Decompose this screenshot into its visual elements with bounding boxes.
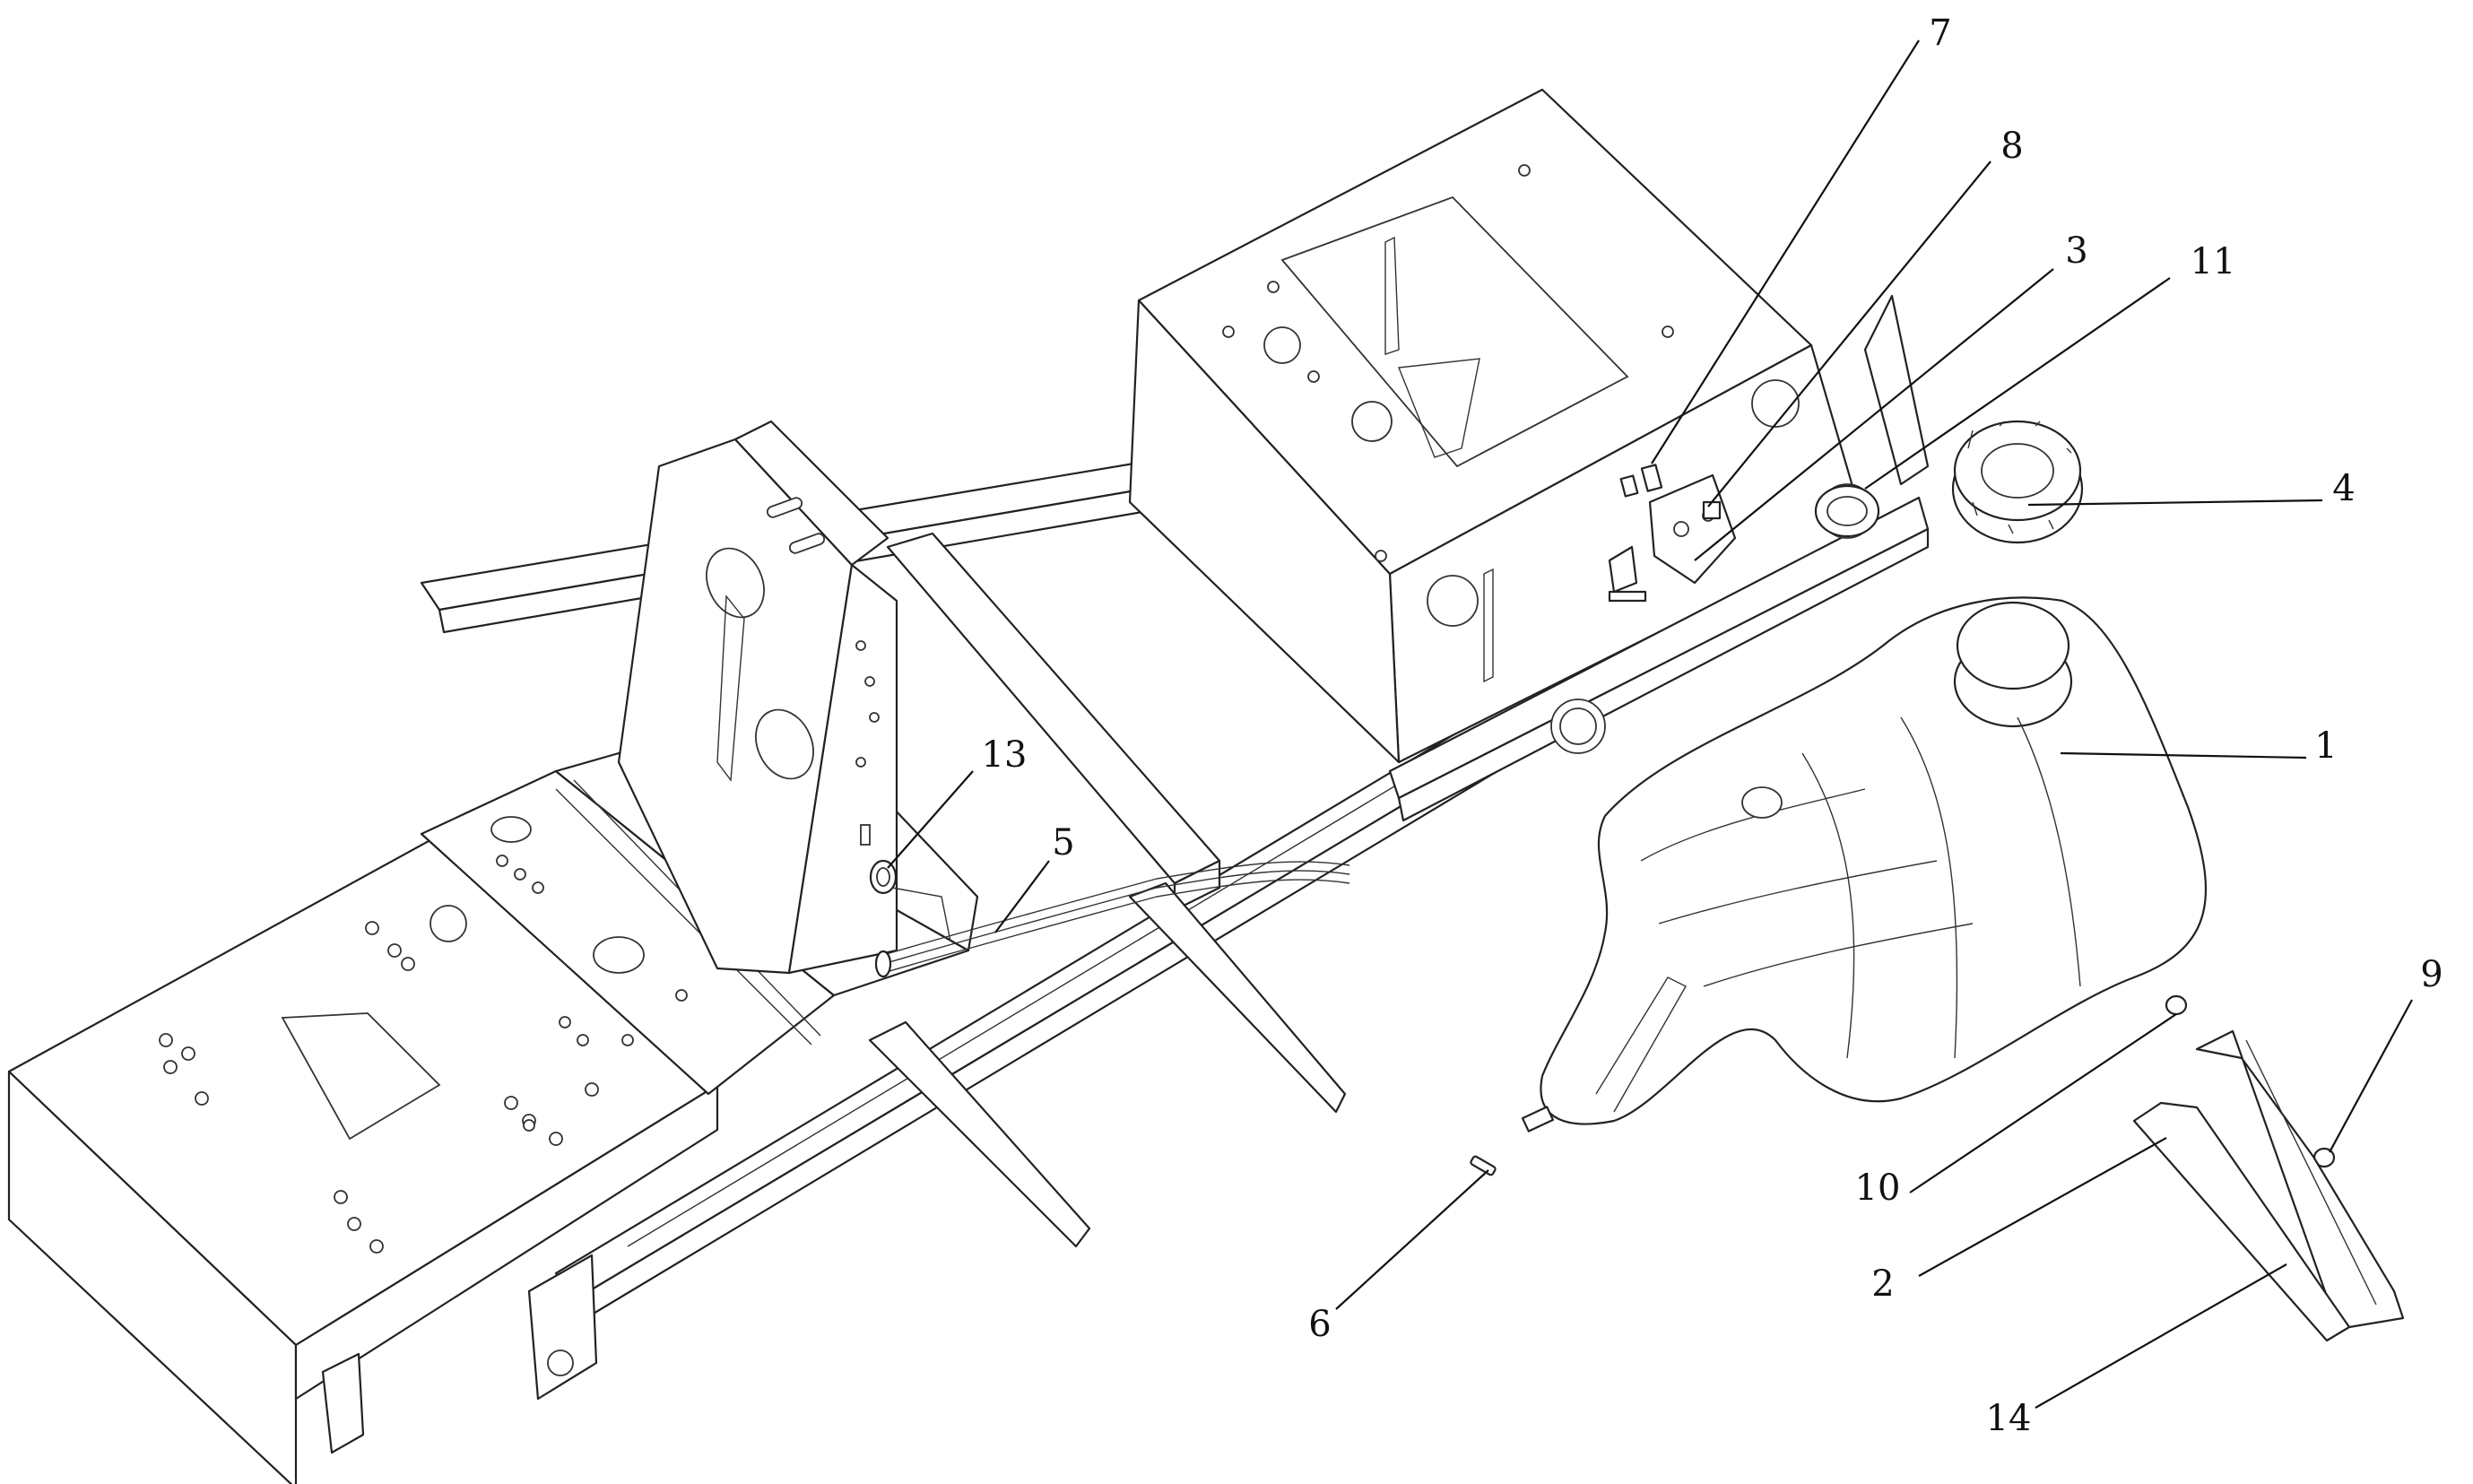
- leader-9: [2329, 999, 2413, 1153]
- callout-1: 1: [2314, 725, 2337, 767]
- callout-5: 5: [1052, 822, 1074, 863]
- callout-labels: 1 2 3 4 5 6 7 8 9 10 11 13 14: [982, 13, 2443, 1439]
- leader-2: [1918, 1137, 2167, 1277]
- callout-11: 11: [2191, 241, 2236, 282]
- fuel-hose-part-5: [874, 861, 1350, 978]
- callout-9: 9: [2420, 954, 2443, 995]
- fuel-cap-part-4: [1951, 420, 2084, 544]
- leader-11: [1864, 277, 2171, 490]
- callout-7: 7: [1929, 13, 1951, 54]
- bolts-part-7-8: [1619, 464, 1722, 520]
- nut-part-10: [2165, 994, 2188, 1016]
- callout-4: 4: [2332, 468, 2355, 509]
- leader-8: [1707, 161, 1991, 508]
- callout-8: 8: [2000, 126, 2023, 167]
- callout-3: 3: [2065, 230, 2087, 272]
- cross-braces: [868, 532, 1347, 1248]
- callout-10: 10: [1855, 1167, 1901, 1209]
- rear-cross-rail: [1388, 483, 1930, 822]
- console-tower: [617, 420, 898, 975]
- front-deck-holes: [159, 905, 599, 1254]
- callout-2: 2: [1871, 1263, 1894, 1305]
- fuel-tank-part-1: [1521, 596, 2208, 1133]
- leader-1: [2060, 751, 2307, 759]
- callout-6: 6: [1308, 1304, 1331, 1345]
- tank-strap-part-2-14: [2132, 1029, 2405, 1342]
- hose-clamp-part-13: [869, 859, 951, 942]
- grommet-part-11: [1814, 484, 1880, 538]
- rear-legs: [321, 1254, 598, 1454]
- pin-part-6: [1470, 1155, 1497, 1176]
- leader-14: [2035, 1263, 2287, 1409]
- leader-lines: [887, 39, 2413, 1409]
- leader-6: [1335, 1169, 1489, 1310]
- leader-5: [994, 860, 1050, 933]
- rear-box-frame: [1128, 88, 1930, 764]
- leader-13: [887, 770, 974, 869]
- leader-4: [2027, 499, 2323, 507]
- callout-13: 13: [982, 734, 1028, 776]
- leader-3: [1694, 268, 2054, 561]
- leader-7: [1651, 39, 1920, 464]
- callout-14: 14: [1986, 1398, 2032, 1439]
- leader-10: [1909, 1013, 2177, 1193]
